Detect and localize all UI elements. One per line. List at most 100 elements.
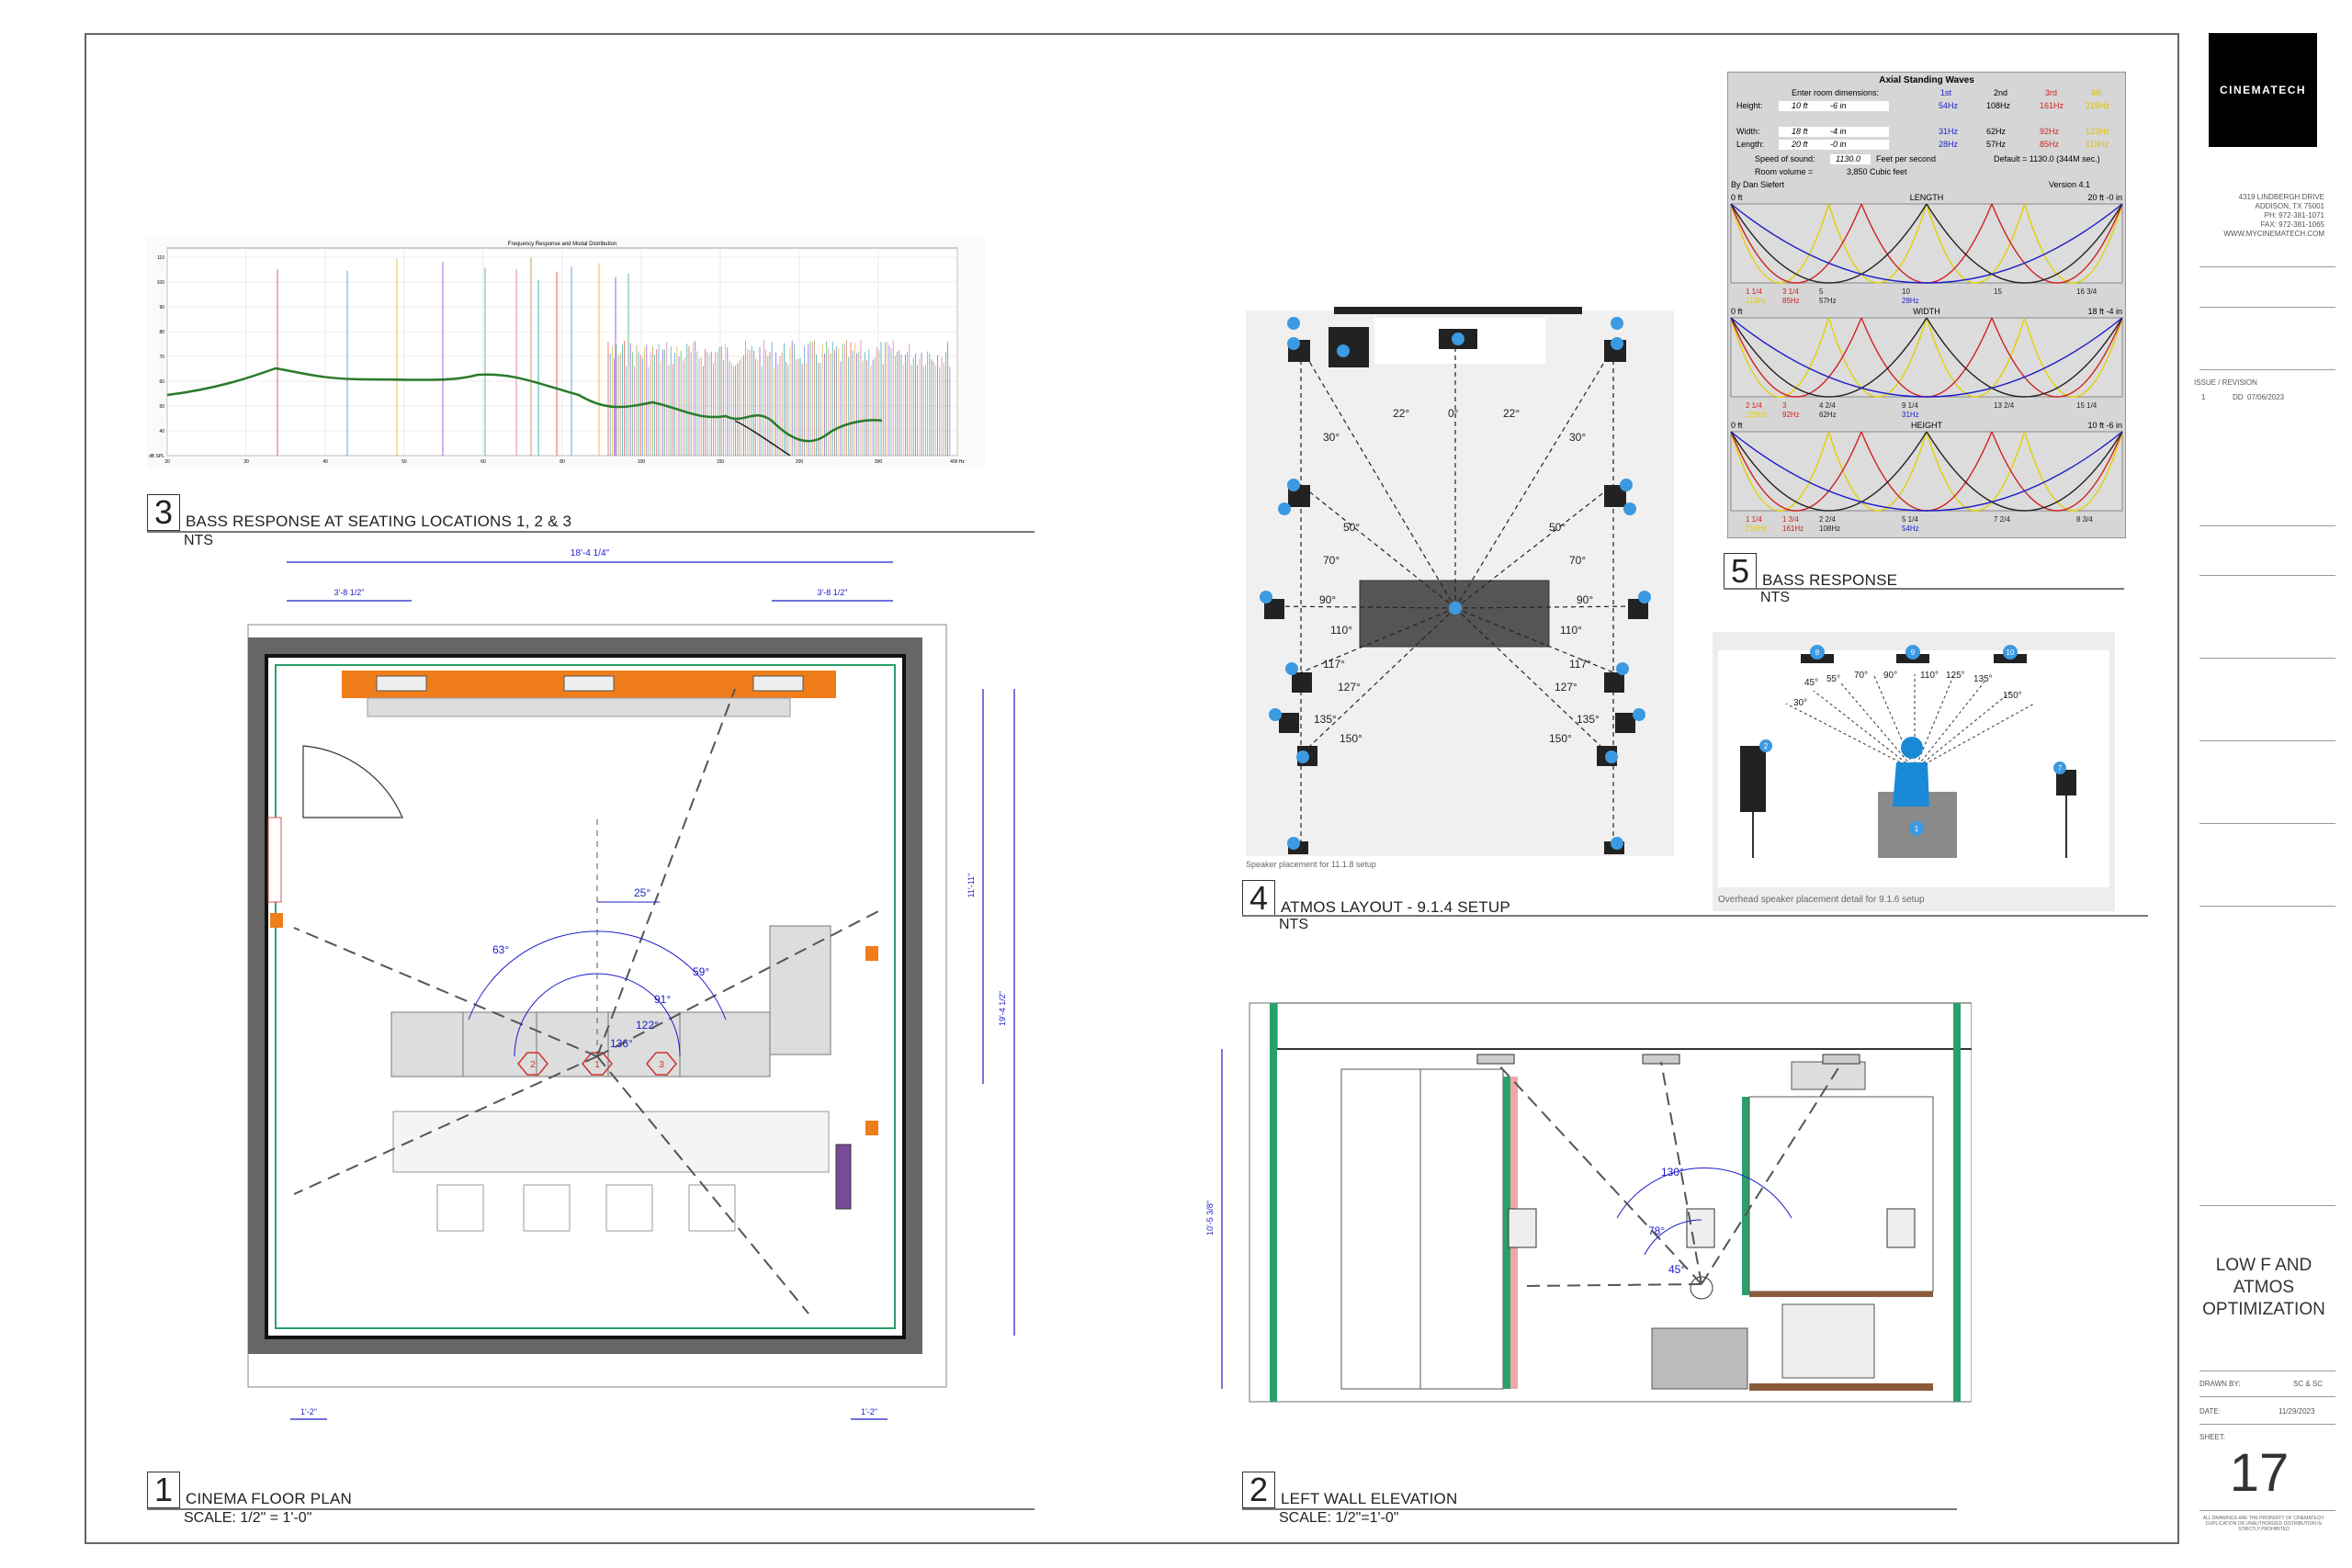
mode-arc — [1827, 317, 1928, 398]
mode-arc — [1730, 317, 1830, 398]
x-tick-label: 100 — [638, 459, 646, 465]
freq-value: 215Hz — [2086, 101, 2110, 110]
stage — [367, 697, 791, 717]
marker-7 — [2053, 761, 2066, 774]
elevation-sight-lines — [1495, 1061, 1842, 1287]
seat-marker-2 — [517, 1052, 548, 1076]
door-swing — [302, 745, 403, 818]
freq-value: 161Hz — [2040, 101, 2064, 110]
y-tick-label: 100 — [157, 280, 165, 286]
angle-arc — [1616, 1168, 1792, 1219]
input-field[interactable] — [1779, 101, 1889, 111]
sight-line — [596, 688, 736, 1057]
company-address: 4319 LINDBERGH DRIVE ADDISON, TX 75001 P… — [2223, 193, 2324, 238]
date-value: 11/29/2023 — [2278, 1407, 2315, 1416]
default-note: Default = 1130.0 (344M sec.) — [1994, 154, 2100, 164]
rear-speaker-right — [865, 1121, 878, 1135]
titleblock-rule — [2199, 307, 2335, 308]
x-tick-label: 80 — [560, 459, 565, 465]
dim-bottom-right: 1'-2" — [861, 1407, 877, 1416]
riser — [1749, 1383, 1933, 1391]
input-ft: 10 ft — [1792, 101, 1808, 110]
equipment-rack — [835, 1144, 852, 1210]
titleblock-rule — [2199, 1205, 2335, 1206]
mode-arc — [1730, 431, 1862, 512]
panel-end: 20 ft -0 in — [2087, 193, 2122, 202]
angle-136: 136° — [610, 1037, 633, 1050]
speaker-markers — [1260, 317, 1651, 850]
y-tick-label: 70 — [159, 355, 164, 360]
view-title-1: 1 CINEMA FLOOR PLAN — [147, 1472, 352, 1508]
view-scale: SCALE: 1/2"=1'-0" — [1279, 1510, 1399, 1526]
wall-right — [1953, 1003, 1961, 1402]
angle-label: 30° — [1569, 431, 1586, 444]
angle-91: 91° — [654, 993, 671, 1006]
angle-label: 45° — [1804, 678, 1818, 688]
freq-label: 215Hz — [1746, 525, 1767, 533]
mode-arc — [1926, 431, 2123, 512]
sofa-row — [390, 1011, 771, 1077]
sos-input[interactable] — [1830, 154, 1871, 164]
version: Version 4.1 — [2049, 180, 2090, 189]
angle-label: 90° — [1883, 671, 1897, 681]
mode-arc — [1827, 431, 1928, 512]
titleblock-rule — [2199, 1510, 2335, 1511]
angle-label: 55° — [1826, 674, 1840, 684]
input-field[interactable] — [1779, 140, 1889, 150]
seat-marker-1 — [582, 1052, 613, 1076]
input-field[interactable] — [1779, 127, 1889, 137]
disclaimer: ALL DRAWINGS ARE THE PROPERTY OF CINEMAT… — [2202, 1516, 2325, 1532]
view-title-rule — [147, 1508, 1035, 1510]
wall-trim — [1742, 1097, 1749, 1295]
note-label: 7 2/4 — [1994, 515, 2010, 524]
angle-label: 110° — [1560, 624, 1582, 637]
drawn-by-label: DRAWN BY: — [2199, 1380, 2241, 1388]
side-speaker-right — [865, 946, 878, 961]
listener-body — [1893, 762, 1929, 807]
angle-label: 90° — [1319, 593, 1336, 606]
speaker — [1264, 599, 1284, 619]
freq-value: 62Hz — [1986, 127, 2007, 136]
angle-label: 135° — [1314, 713, 1337, 726]
panel-start: 0 ft — [1731, 307, 1743, 316]
panel-name: LENGTH — [1910, 193, 1944, 202]
mode-arc — [1730, 317, 2123, 398]
dim-side-1: 11'-11" — [967, 874, 976, 898]
author: By Dan Siefert — [1731, 180, 1785, 189]
atmos-angle-labels: 22° 0° 22° 30° 30° 50° 50° 70° 70° 90° 9… — [1314, 407, 1600, 745]
titleblock-rule — [2199, 658, 2335, 659]
x-tick-label: 60 — [481, 459, 486, 465]
titleblock-rule — [2199, 823, 2335, 824]
angle-63: 63° — [492, 943, 509, 956]
issue-code: DD — [2233, 393, 2244, 401]
header-1st: 1st — [1940, 88, 1952, 97]
freq-value: 28Hz — [1939, 140, 1959, 149]
side-speaker-left — [270, 913, 283, 928]
angle-label: 90° — [1577, 593, 1593, 606]
angle-arc — [468, 931, 727, 1021]
view-title-text: ATMOS LAYOUT - 9.1.4 SETUP — [1281, 898, 1510, 916]
input-ft: 18 ft — [1792, 127, 1808, 136]
freq-label: 62Hz — [1819, 411, 1837, 419]
note-label: 4 2/4 — [1819, 401, 1836, 410]
panel-start: 0 ft — [1731, 193, 1743, 202]
response-curve-secondary — [734, 420, 791, 457]
view-number: 2 — [1242, 1472, 1275, 1508]
speaker — [1628, 599, 1648, 619]
overhead-speaker-detail: 8 9 10 45° 55° 70° 90° 110° 125° 135° 15… — [1713, 632, 2115, 911]
project-title: LOW F AND ATMOS OPTIMIZATION — [2202, 1256, 2325, 1319]
panel-plot — [1730, 203, 2123, 284]
input-in: -4 in — [1830, 127, 1847, 136]
note-label: 1 3/4 — [1782, 515, 1799, 524]
view-title-5: 5 BASS RESPONSE — [1724, 553, 1897, 590]
wall-speakers — [1508, 1208, 1916, 1248]
view-title-text: BASS RESPONSE AT SEATING LOCATIONS 1, 2 … — [186, 513, 572, 530]
angle-label: 22° — [1503, 407, 1520, 420]
angle-label: 150° — [1549, 732, 1572, 745]
freq-label: 31Hz — [1902, 411, 1919, 419]
y-tick-label: 90 — [159, 305, 164, 310]
note-label: 3 — [1782, 401, 1787, 410]
angle-label: 50° — [1343, 521, 1360, 534]
